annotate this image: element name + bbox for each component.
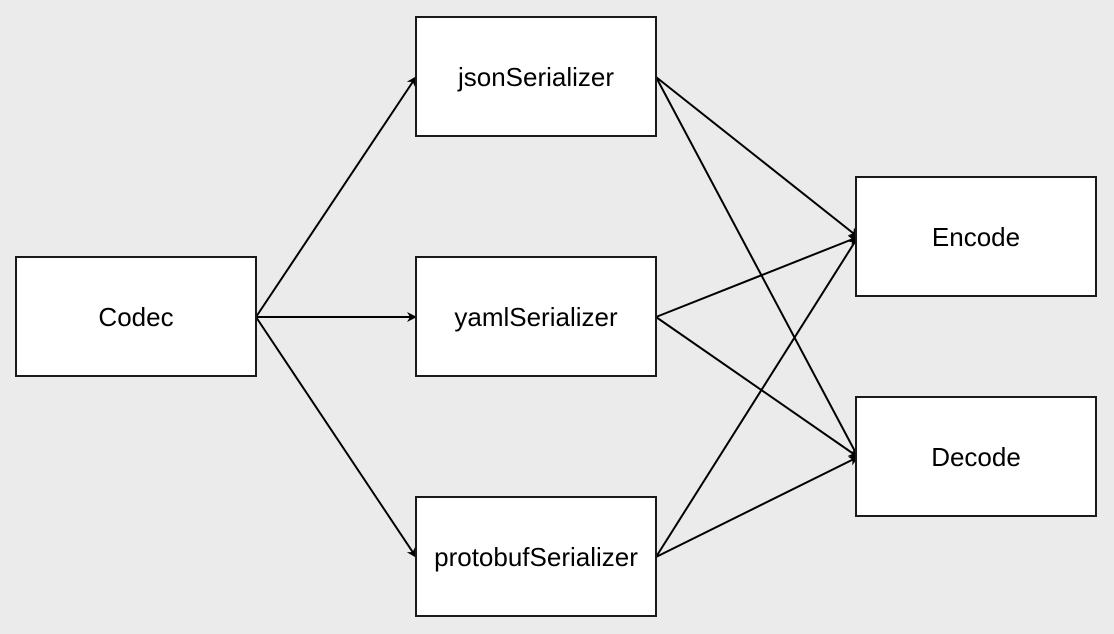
node-json-serializer[interactable]: jsonSerializer xyxy=(415,16,657,137)
node-decode[interactable]: Decode xyxy=(855,396,1097,517)
node-label-yaml-serializer: yamlSerializer xyxy=(454,302,618,332)
node-yaml-serializer[interactable]: yamlSerializer xyxy=(415,256,657,377)
node-codec[interactable]: Codec xyxy=(15,256,257,377)
node-label-codec: Codec xyxy=(98,302,173,332)
node-label-protobuf-serializer: protobufSerializer xyxy=(434,542,638,572)
edge-protobuf-to-decode xyxy=(655,456,859,558)
edge-yaml-to-decode xyxy=(655,316,859,458)
edges-layer xyxy=(255,76,859,558)
node-protobuf-serializer[interactable]: protobufSerializer xyxy=(415,496,657,617)
edge-yaml-to-encode xyxy=(655,235,859,318)
node-label-json-serializer: jsonSerializer xyxy=(457,62,614,92)
node-label-encode: Encode xyxy=(932,222,1020,252)
edge-codec-to-protobuf xyxy=(255,316,417,558)
edge-codec-to-json xyxy=(255,76,417,318)
node-encode[interactable]: Encode xyxy=(855,176,1097,297)
edge-json-to-encode xyxy=(655,76,859,238)
edge-protobuf-to-encode xyxy=(655,236,859,558)
edge-json-to-decode xyxy=(655,76,859,458)
node-label-decode: Decode xyxy=(931,442,1021,472)
nodes-layer: Codec jsonSerializer yamlSerializer prot… xyxy=(15,16,1097,617)
